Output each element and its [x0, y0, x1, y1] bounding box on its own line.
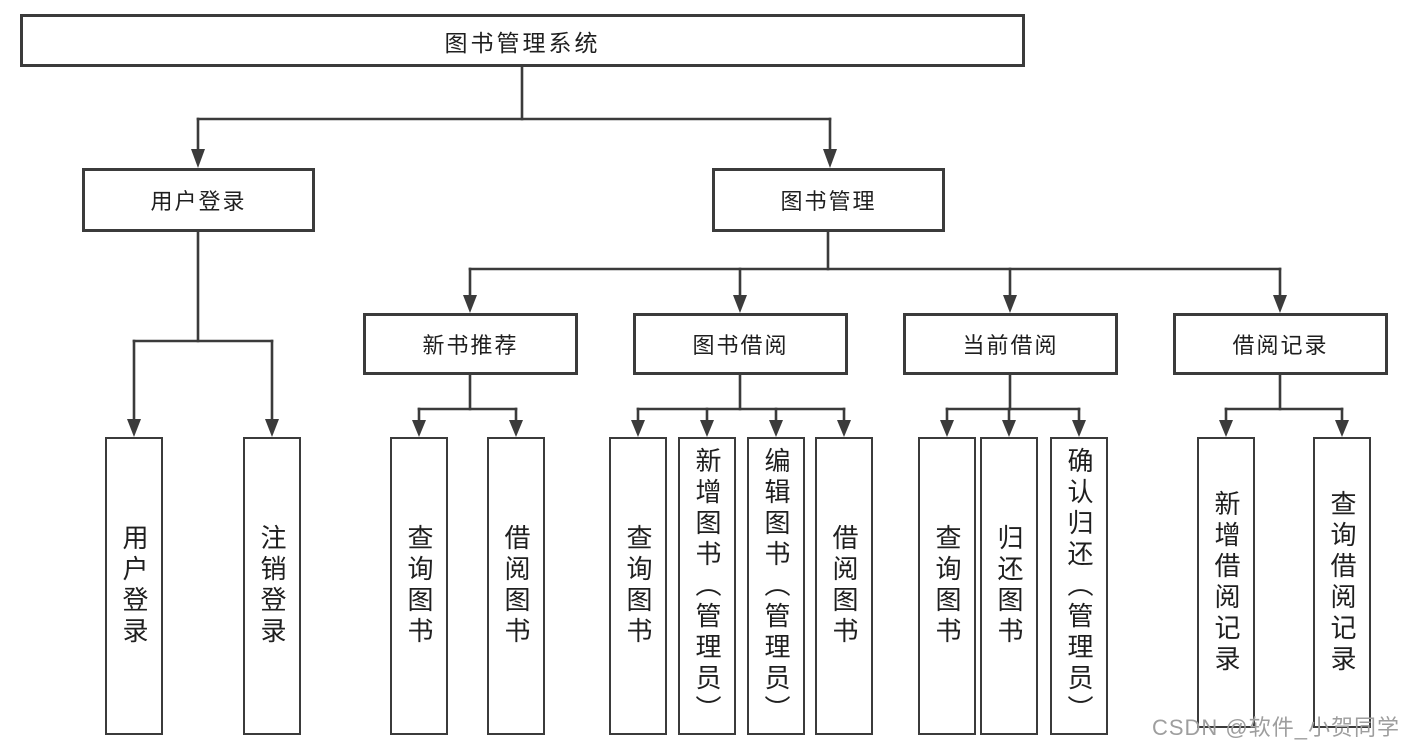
leaf-query-books: 查询图书 [918, 437, 976, 735]
leaf-label: 用户登录 [119, 524, 149, 648]
leaf-label: 查询图书 [932, 524, 962, 648]
leaf-borrow-books: 借阅图书 [487, 437, 545, 735]
node-label: 用户登录 [150, 189, 247, 214]
leaf-label: 查询图书 [623, 524, 653, 648]
leaf-label: 查询图书 [404, 524, 434, 648]
leaf-label: 借阅图书 [829, 524, 859, 648]
leaf-edit-books-admin: 编辑图书（管理员） [747, 437, 805, 735]
leaf-logout: 注销登录 [243, 437, 301, 735]
leaf-label: 确认归还（管理员） [1064, 446, 1094, 726]
leaf-add-books-admin: 新增图书（管理员） [678, 437, 736, 735]
node-label: 当前借阅 [962, 333, 1059, 358]
node-book-borrow: 图书借阅 [633, 313, 848, 375]
node-root-label: 图书管理系统 [444, 29, 601, 56]
leaf-label: 借阅图书 [501, 524, 531, 648]
leaf-label: 归还图书 [994, 524, 1024, 648]
leaf-return-books: 归还图书 [980, 437, 1038, 735]
node-new-book-rec: 新书推荐 [363, 313, 578, 375]
node-label: 新书推荐 [422, 333, 519, 358]
leaf-query-books: 查询图书 [609, 437, 667, 735]
node-borrow-records: 借阅记录 [1173, 313, 1388, 375]
node-label: 图书借阅 [692, 333, 789, 358]
node-user-login-branch: 用户登录 [82, 168, 315, 232]
leaf-borrow-books: 借阅图书 [815, 437, 873, 735]
leaf-user-login: 用户登录 [105, 437, 163, 735]
node-label: 借阅记录 [1232, 333, 1329, 358]
node-current-borrow: 当前借阅 [903, 313, 1118, 375]
leaf-query-borrow-record: 查询借阅记录 [1313, 437, 1371, 728]
node-root: 图书管理系统 [20, 14, 1025, 67]
leaf-confirm-return-admin: 确认归还（管理员） [1050, 437, 1108, 735]
leaf-add-borrow-record: 新增借阅记录 [1197, 437, 1255, 728]
node-book-mgmt-branch: 图书管理 [712, 168, 945, 232]
leaf-query-books: 查询图书 [390, 437, 448, 735]
leaf-label: 新增借阅记录 [1211, 489, 1241, 676]
node-label: 图书管理 [780, 189, 877, 214]
csdn-watermark: CSDN @软件_小贺同学 [1151, 715, 1400, 740]
leaf-label: 查询借阅记录 [1327, 489, 1357, 676]
leaf-label: 新增图书（管理员） [692, 446, 722, 726]
leaf-label: 编辑图书（管理员） [761, 446, 791, 726]
leaf-label: 注销登录 [257, 524, 287, 648]
